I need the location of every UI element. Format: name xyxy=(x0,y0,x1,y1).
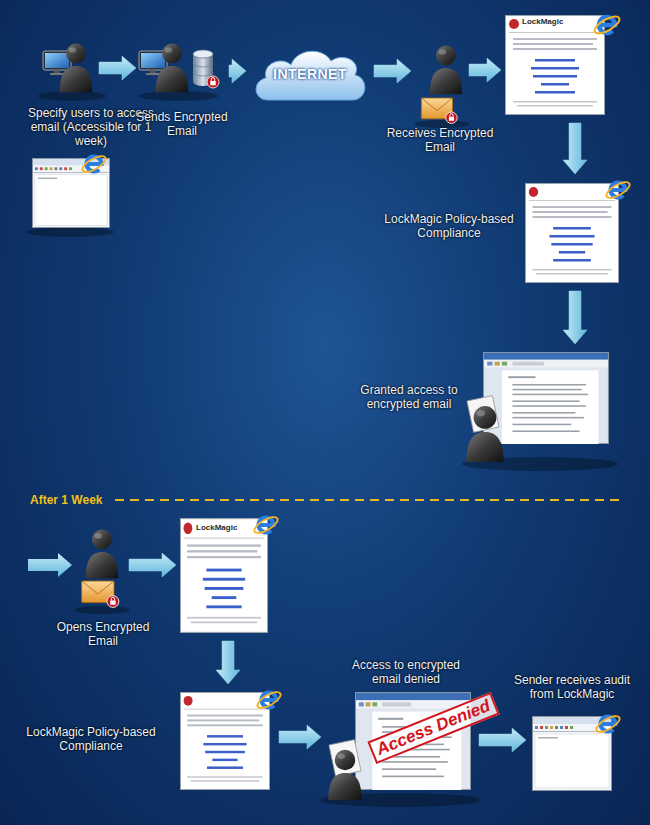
ie-logo xyxy=(604,179,632,201)
sender-computer xyxy=(43,44,92,93)
section-label: After 1 Week xyxy=(30,493,102,507)
lockmagic-screen-3 xyxy=(180,514,279,632)
step-node: Specify users to access email (Accessibl… xyxy=(45,40,95,95)
page-heading: LockMagic xyxy=(522,17,563,26)
flow-arrow xyxy=(469,58,501,82)
ie-logo xyxy=(594,713,622,735)
step-caption: LockMagic Policy-based Compliance xyxy=(22,725,160,753)
screen-node: LockMagic Policy-based Compliance xyxy=(180,690,275,790)
ie-logo xyxy=(80,153,108,175)
lockmagic-screen-1 xyxy=(506,13,622,114)
document-node: Access to encrypted email deniedAccess D… xyxy=(325,690,475,800)
web-page xyxy=(506,16,605,115)
person-icon xyxy=(156,44,188,93)
recipient-later xyxy=(82,530,119,608)
denied-stamp: Access Denied xyxy=(367,692,499,764)
floor-shadows xyxy=(26,91,618,807)
envelope-icon xyxy=(421,98,457,123)
sender-encrypting xyxy=(139,44,219,93)
screen-node: LockMagic xyxy=(505,12,620,117)
lockmagic-screen-4 xyxy=(180,689,282,789)
web-page xyxy=(180,519,267,633)
step-caption: LockMagic Policy-based Compliance xyxy=(380,212,518,240)
step-node: Opens Encrypted Email xyxy=(80,525,125,610)
audit-screen xyxy=(533,713,622,790)
document-node: Granted access to encrypted email xyxy=(465,350,615,462)
person-icon xyxy=(86,530,118,579)
ie-logo xyxy=(255,689,283,711)
cloud-label: INTERNET xyxy=(250,45,370,103)
granted-document xyxy=(466,352,608,462)
step-caption: Access to encrypted email denied xyxy=(347,658,465,686)
lockmagic-screen-2 xyxy=(525,179,631,282)
flow-arrow xyxy=(563,291,587,344)
envelope-icon xyxy=(82,581,119,607)
flow-arrow xyxy=(216,641,240,684)
screen-node: LockMagic xyxy=(180,515,275,635)
flow-arrow xyxy=(374,59,411,83)
page-heading: LockMagic xyxy=(196,523,237,532)
step-caption: Receives Encrypted Email xyxy=(384,126,496,154)
recipient xyxy=(421,46,462,124)
browser-screenshot xyxy=(32,153,109,228)
ie-logo xyxy=(252,514,280,536)
flow-arrow xyxy=(479,728,526,752)
step-caption: Sender receives audit from LockMagic xyxy=(508,673,636,701)
ie-logo xyxy=(592,13,622,37)
screen-node: LockMagic Policy-based Compliance xyxy=(525,180,625,285)
person-icon xyxy=(328,750,361,800)
flow-arrow xyxy=(279,725,321,749)
step-node: Receives Encrypted Email xyxy=(415,40,465,124)
person-icon xyxy=(60,44,92,93)
person-icon xyxy=(430,46,462,95)
flow-arrow xyxy=(129,553,176,577)
flow-arrow xyxy=(99,56,136,80)
flow-arrow xyxy=(229,59,246,83)
step-caption: Sends Encrypted Email xyxy=(132,110,232,138)
document-window xyxy=(484,352,609,444)
step-caption: Opens Encrypted Email xyxy=(53,620,153,648)
step-caption: Granted access to encrypted email xyxy=(353,383,465,411)
web-page xyxy=(180,692,269,789)
web-page xyxy=(525,184,618,283)
internet-cloud: INTERNET xyxy=(250,45,370,103)
step-node: Sends Encrypted Email xyxy=(140,40,225,95)
divider-line xyxy=(115,499,622,501)
person-icon xyxy=(466,406,503,462)
screen-node: Sender receives audit from LockMagic xyxy=(530,713,615,793)
incoming-arrow xyxy=(28,553,72,577)
database-icon xyxy=(193,50,219,88)
flow-arrow xyxy=(563,123,587,174)
